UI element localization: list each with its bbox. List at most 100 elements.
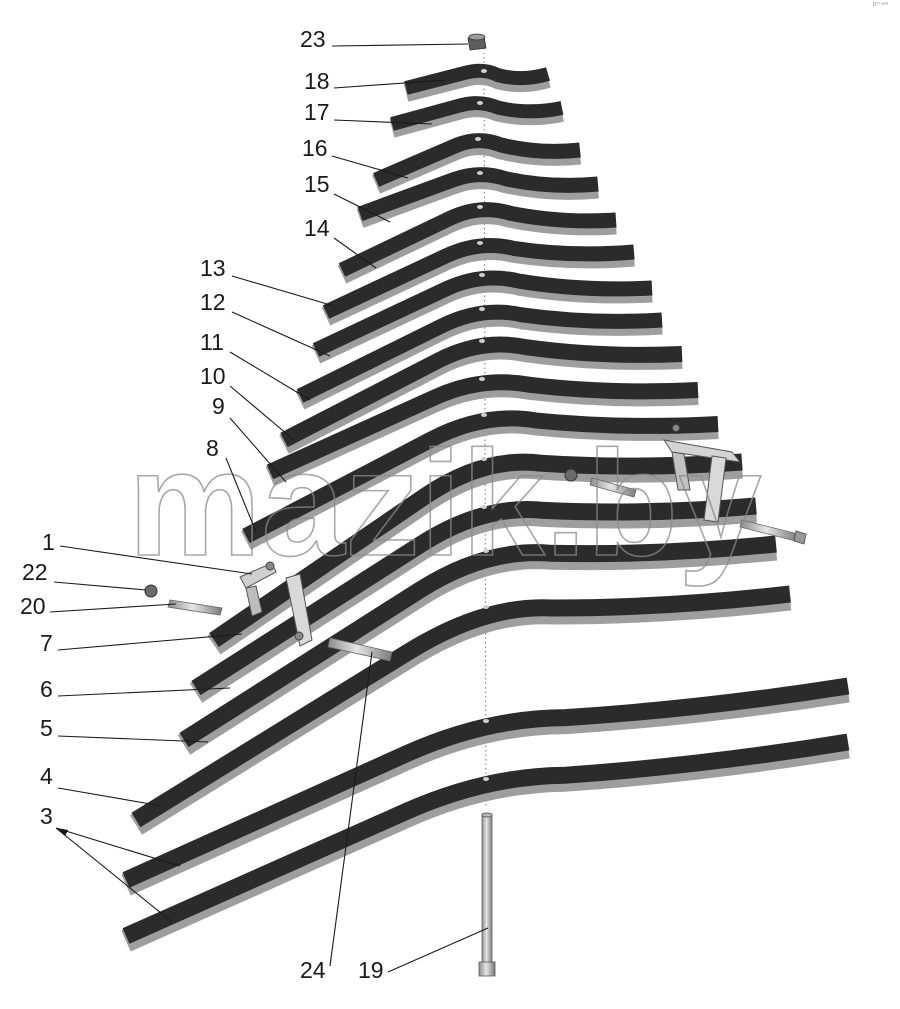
callout-leader-5 — [57, 735, 209, 743]
callout-label-10: 10 — [200, 363, 226, 389]
callout-leader-3 — [55, 827, 181, 867]
callout-leader-3-1 — [55, 827, 173, 923]
leaf-surface — [191, 497, 757, 696]
leaf-spring-12 — [311, 270, 653, 364]
leaf-center-hole — [483, 549, 489, 553]
callout-leader-4 — [57, 787, 163, 807]
leaf-center-hole — [481, 505, 487, 509]
callout-leader-6 — [57, 687, 231, 697]
callout-label-3: 3 — [40, 803, 53, 829]
leaf-center-hole — [477, 171, 483, 175]
leaf-spring-3-b — [121, 733, 850, 952]
leaf-spring-17 — [389, 96, 564, 138]
callout-label-4: 4 — [40, 763, 53, 789]
callout-label-7: 7 — [40, 630, 53, 656]
leaf-center-hole — [483, 605, 489, 609]
callout-label-11: 11 — [200, 329, 224, 355]
callout-leader-7 — [57, 633, 243, 651]
callout-leader-12 — [231, 311, 331, 357]
callout-leader-8 — [225, 457, 257, 533]
callout-label-5: 5 — [40, 715, 53, 741]
watermark-text: mazik.by — [128, 419, 762, 587]
callout-leader-15 — [333, 193, 391, 223]
leaf-spring-9 — [265, 374, 699, 487]
leaf-surface — [242, 410, 719, 544]
clamp-bolt-left — [167, 599, 223, 616]
leaf-spring-11 — [295, 304, 663, 410]
leaf-surface — [122, 677, 850, 888]
callout-leader-1 — [59, 545, 253, 575]
leaf-surface — [322, 237, 635, 319]
callout-label-24: 24 — [300, 957, 326, 983]
leaf-center-hole — [481, 69, 487, 73]
left-clamp-bracket — [239, 561, 313, 647]
leaf-center-hole — [483, 777, 489, 781]
leaf-center-hole — [479, 307, 485, 311]
callout-leader-13 — [231, 275, 335, 307]
leaf-surface — [131, 585, 791, 828]
leaf-center-hole — [477, 241, 483, 245]
callout-label-18: 18 — [304, 68, 330, 94]
callout-label-1: 1 — [42, 529, 55, 555]
leaf-surface — [312, 270, 653, 357]
clamp-nut-left — [144, 584, 158, 598]
leaf-spring-8 — [241, 410, 719, 550]
callout-label-13: 13 — [200, 255, 226, 281]
leaf-spring-10 — [279, 336, 683, 454]
corner-mark: bᵐ ᵃᵃᵃ — [872, 2, 888, 8]
leaf-surface — [404, 63, 550, 95]
callout-label-23: 23 — [300, 26, 326, 52]
callout-label-17: 17 — [304, 99, 330, 125]
leaf-center-hole — [477, 205, 483, 209]
callout-label-16: 16 — [302, 135, 328, 161]
center-bolt — [478, 812, 496, 977]
leaf-spring-3 — [121, 677, 850, 896]
callout-label-6: 6 — [40, 676, 53, 702]
clamp-bolt-right-upper — [564, 468, 637, 498]
callout-leader-16 — [331, 155, 409, 179]
right-clamp-bracket — [662, 424, 742, 523]
leaf-center-hole — [481, 457, 487, 461]
callout-leader-20 — [49, 603, 177, 613]
callout-leader-17 — [333, 119, 433, 125]
leaf-center-hole — [479, 273, 485, 277]
callout-leader-22 — [53, 581, 147, 591]
leaf-spring-5 — [177, 535, 778, 755]
leaf-surface — [179, 535, 777, 748]
callout-label-8: 8 — [206, 435, 219, 461]
leaf-surface — [357, 167, 599, 222]
leaf-center-hole — [481, 413, 487, 417]
callout-leader-11 — [229, 351, 311, 401]
callout-leader-18 — [333, 79, 447, 89]
center-bolt-nut — [467, 33, 487, 51]
leaf-spring-13 — [321, 237, 635, 326]
leaf-center-hole — [477, 101, 483, 105]
leaf-spring-18 — [403, 63, 551, 102]
callout-label-12: 12 — [200, 289, 226, 315]
callout-label-15: 15 — [304, 171, 330, 197]
callout-leader-24 — [329, 651, 373, 967]
leaf-center-hole — [479, 339, 485, 343]
leaf-spring-16 — [372, 133, 582, 194]
callout-leader-14 — [333, 237, 377, 269]
callout-leader-19 — [387, 927, 489, 973]
leaf-center-hole — [475, 137, 481, 141]
leaf-surface — [338, 202, 617, 277]
leaf-center-hole — [479, 377, 485, 381]
callout-leader-10 — [229, 385, 295, 441]
spacer-sleeve — [327, 637, 393, 662]
callout-label-20: 20 — [20, 593, 46, 619]
leaf-spring-15 — [356, 167, 599, 228]
callout-leader-9 — [229, 417, 287, 483]
leaf-spring-4 — [129, 585, 792, 835]
leaf-surface — [296, 304, 663, 403]
leaf-spring-14 — [337, 202, 617, 284]
leaf-surface — [390, 96, 564, 131]
leaf-surface — [266, 374, 699, 480]
leaf-surface — [373, 133, 581, 187]
leaf-surface — [122, 733, 850, 944]
leaf-spring-6 — [189, 497, 757, 703]
